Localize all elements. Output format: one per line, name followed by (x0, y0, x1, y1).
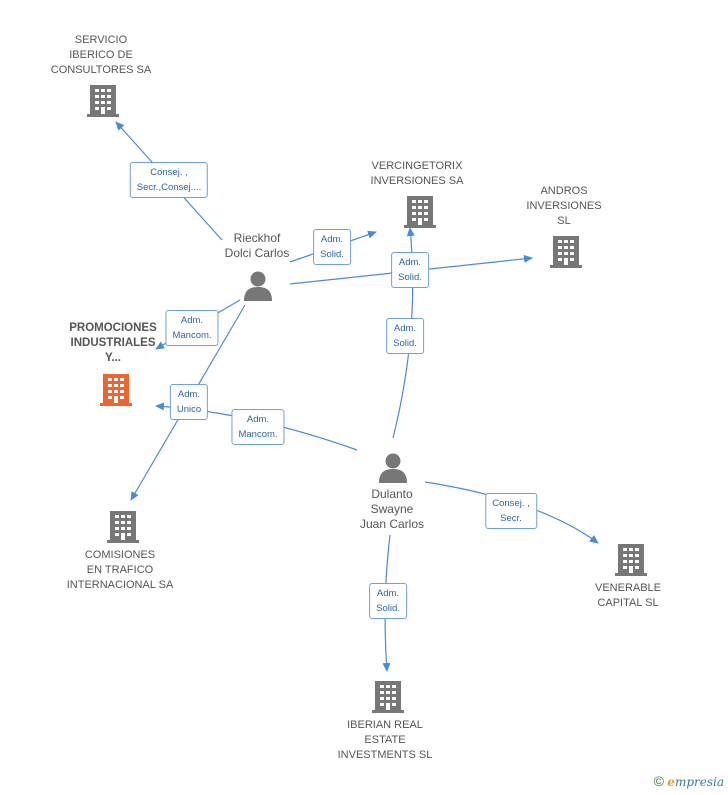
edge-label-dulanto-venerable[interactable]: Consej. , Secr. (485, 493, 537, 529)
footer-brand[interactable]: © empresia (654, 773, 724, 789)
copyright-icon: © (653, 773, 664, 789)
label-line: SERVICIO (74, 34, 128, 46)
brand-logo: empresia (667, 775, 724, 789)
label-line: Dulanto (371, 487, 413, 501)
label-line: Dolci Carlos (224, 246, 290, 260)
edge-label-dulanto-iberian[interactable]: Adm. Solid. (369, 583, 407, 619)
company-label-vercingetorix[interactable]: VERCINGETORIX INVERSIONES SA (371, 159, 464, 189)
edge-label-dulanto-vercingetorix[interactable]: Adm. Solid. (386, 318, 424, 354)
edge-label-line: Consej. , (492, 498, 530, 509)
company-label-iberian[interactable]: IBERIAN REAL ESTATE INVESTMENTS SL (338, 718, 433, 763)
label-line: COMISIONES (84, 549, 156, 561)
edge-label-line: Solid. (376, 603, 400, 614)
label-line: VERCINGETORIX (371, 160, 463, 172)
label-line: ANDROS (540, 185, 588, 197)
edge-label-line: Secr.,Consej.... (136, 182, 202, 193)
label-line: INTERNACIONAL SA (66, 579, 174, 591)
building-icon[interactable] (107, 511, 139, 543)
edge-label-line: Solid. (320, 249, 344, 260)
label-line: ESTATE (364, 734, 406, 746)
person-label-dulanto[interactable]: Dulanto Swayne Juan Carlos (360, 487, 424, 532)
building-icon[interactable] (404, 196, 436, 228)
label-line: CAPITAL SL (597, 597, 659, 609)
person-label-rieckhof[interactable]: Rieckhof Dolci Carlos (225, 231, 290, 261)
edge-label-rieckhof-promociones[interactable]: Adm. Mancom. (165, 310, 219, 346)
edge-label-line: Consej. , (150, 167, 188, 178)
edge-label-line: Adm. (177, 389, 201, 400)
label-line: Swayne (370, 502, 414, 516)
edge-label-line: Adm. (320, 234, 344, 245)
person-icon[interactable] (244, 271, 272, 302)
company-label-andros[interactable]: ANDROS INVERSIONES SL (526, 184, 601, 229)
edge-label-line: Adm. (376, 588, 400, 599)
label-line: INVERSIONES (526, 200, 602, 212)
building-icon[interactable] (550, 236, 582, 268)
edge-label-line: Adm. (246, 414, 270, 425)
edge-label-line: Solid. (398, 272, 422, 283)
label-line: VENERABLE (594, 582, 662, 594)
building-icon[interactable] (87, 85, 119, 117)
brand-name: mpresia (674, 775, 724, 789)
edge-label-line: Unico (176, 404, 202, 415)
edge-label-line: Mancom. (172, 330, 212, 341)
edge-label-line: Adm. (398, 257, 422, 268)
label-line: INVERSIONES SA (370, 175, 464, 187)
label-line: CONSULTORES SA (50, 64, 152, 76)
edge-label-rieckhof-comisiones[interactable]: Adm. Unico (169, 384, 209, 420)
label-line: IBERIAN REAL (347, 719, 423, 731)
company-label-venerable[interactable]: VENERABLE CAPITAL SL (595, 581, 661, 611)
company-label-comisiones[interactable]: COMISIONES EN TRAFICO INTERNACIONAL SA (67, 548, 174, 593)
label-line: EN TRAFICO (86, 564, 154, 576)
edge-label-rieckhof-andros[interactable]: Adm. Solid. (391, 252, 429, 288)
building-icon[interactable] (100, 374, 132, 406)
label-line: INDUSTRIALES (70, 337, 156, 349)
label-line: Y... (105, 352, 121, 364)
edge-label-rieckhof-vercingetorix[interactable]: Adm. Solid. (313, 229, 351, 265)
label-line: INVESTMENTS SL (337, 749, 433, 761)
edge-label-line: Adm. (393, 323, 417, 334)
label-line: PROMOCIONES (69, 322, 157, 334)
label-line: SL (557, 215, 571, 227)
company-label-servicio[interactable]: SERVICIO IBERICO DE CONSULTORES SA (51, 33, 151, 78)
edge-label-line: Adm. (180, 315, 204, 326)
label-line: Rieckhof (233, 231, 281, 245)
person-icon[interactable] (379, 453, 407, 484)
edge-label-line: Secr. (500, 513, 522, 524)
label-line: Juan Carlos (359, 517, 425, 531)
company-label-promociones[interactable]: PROMOCIONES INDUSTRIALES Y... (69, 321, 157, 366)
edge-label-dulanto-promociones[interactable]: Adm. Mancom. (231, 409, 285, 445)
edge-label-rieckhof-servicio[interactable]: Consej. , Secr.,Consej.... (129, 162, 209, 198)
building-icon[interactable] (615, 544, 647, 576)
brand-e: e (667, 775, 675, 789)
label-line: IBERICO DE (69, 49, 133, 61)
building-icon[interactable] (372, 681, 404, 713)
edge-label-line: Mancom. (238, 429, 278, 440)
edge-label-line: Solid. (393, 338, 417, 349)
